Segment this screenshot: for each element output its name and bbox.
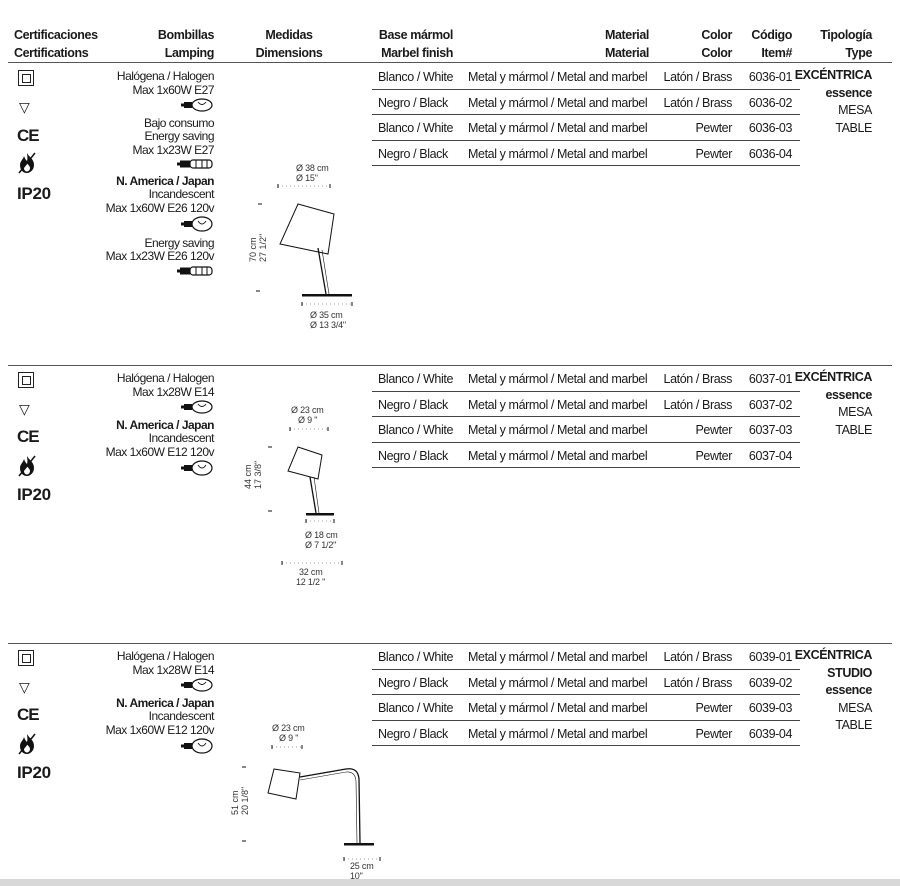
product-section-6037: ▽ CE IP20 Halógena / Halogen Max 1x28W E… (0, 365, 900, 635)
width-in: 12 1/2 " (296, 577, 326, 587)
header-code: Código Item# (751, 28, 792, 60)
base-diameter-in: Ø 7 1/2" (305, 540, 337, 550)
incandescent-bulb-icon (106, 215, 214, 237)
lamping-info: Halógena / Halogen Max 1x28W E14 N. Amer… (106, 371, 215, 481)
width-in: 10" (350, 871, 363, 881)
product-typology: EXCÉNTRICA essence MESA TABLE (794, 68, 873, 135)
footer-bar (0, 879, 900, 886)
double-insulation-icon (18, 70, 34, 86)
height-cm: 70 cm (248, 237, 258, 262)
flame-mark-icon (18, 152, 36, 174)
header-material: Material Material (604, 28, 649, 60)
section-divider (8, 643, 892, 644)
ip20-rating: IP20 (17, 763, 51, 782)
energy-saving-bulb-icon (106, 264, 214, 282)
width-cm: 32 cm (299, 567, 323, 577)
double-insulation-icon (18, 650, 34, 666)
ce-mark-icon: CE (17, 126, 40, 145)
header-lamping: Bombillas Lamping (157, 28, 215, 60)
flame-mark-icon (18, 733, 36, 755)
product-section-6039: ▽ CE IP20 Halógena / Halogen Max 1x28W E… (0, 643, 900, 881)
ce-mark-icon: CE (17, 427, 40, 446)
shade-diameter-in: Ø 9 " (298, 415, 318, 425)
triangle-f-mark-icon: ▽ (19, 679, 30, 695)
shade-diameter-in: Ø 9 " (279, 733, 299, 743)
header-type: Tipología Type (820, 28, 872, 60)
halogen-bulb-icon (106, 399, 214, 419)
energy-saving-bulb-icon (106, 157, 214, 175)
height-in: 17 3/8" (253, 460, 263, 489)
ip20-rating: IP20 (17, 184, 51, 203)
lamping-info: Halógena / Halogen Max 1x60W E27 Bajo co… (106, 69, 215, 282)
shade-diameter-cm: Ø 23 cm (272, 723, 305, 733)
lamping-info: Halógena / Halogen Max 1x28W E14 N. Amer… (106, 649, 215, 759)
shade-diameter-cm: Ø 38 cm (296, 163, 329, 173)
width-dimension-line (281, 561, 343, 565)
shade-diameter-in: Ø 15" (296, 173, 318, 183)
header-base: Base mármol Marbel finish (378, 28, 454, 60)
triangle-f-mark-icon: ▽ (19, 401, 30, 417)
table-lamp-drawing (256, 184, 353, 306)
double-insulation-icon (18, 372, 34, 388)
width-cm: 25 cm (350, 861, 374, 871)
ip20-rating: IP20 (17, 485, 51, 504)
section-divider (8, 62, 892, 63)
product-typology: EXCÉNTRICA STUDIO essence MESA TABLE (794, 648, 873, 732)
height-cm: 51 cm (230, 790, 240, 815)
height-cm: 44 cm (243, 464, 253, 489)
base-diameter-in: Ø 13 3/4" (310, 320, 346, 330)
header-color: Color Color (701, 28, 732, 60)
section-divider (8, 365, 892, 366)
ce-mark-icon: CE (17, 705, 40, 724)
halogen-bulb-icon (106, 677, 214, 697)
shade-diameter-cm: Ø 23 cm (291, 405, 324, 415)
halogen-bulb-icon (106, 97, 214, 117)
header-certifications: Certificaciones Certifications (14, 28, 98, 60)
base-diameter-cm: Ø 18 cm (305, 530, 338, 540)
product-section-6036: ▽ CE IP20 Halógena / Halogen Max 1x60W E… (0, 62, 900, 362)
table-lamp-drawing (268, 427, 335, 523)
product-typology: EXCÉNTRICA essence MESA TABLE (794, 370, 873, 437)
incandescent-bulb-icon (106, 737, 214, 759)
studio-lamp-drawing (242, 745, 381, 861)
incandescent-bulb-icon (106, 459, 214, 481)
height-in: 20 1/8" (240, 786, 250, 815)
base-diameter-cm: Ø 35 cm (310, 310, 343, 320)
flame-mark-icon (18, 455, 36, 477)
header-dimensions: Medidas Dimensions (255, 28, 323, 60)
triangle-f-mark-icon: ▽ (19, 99, 30, 115)
height-in: 27 1/2" (258, 233, 268, 262)
